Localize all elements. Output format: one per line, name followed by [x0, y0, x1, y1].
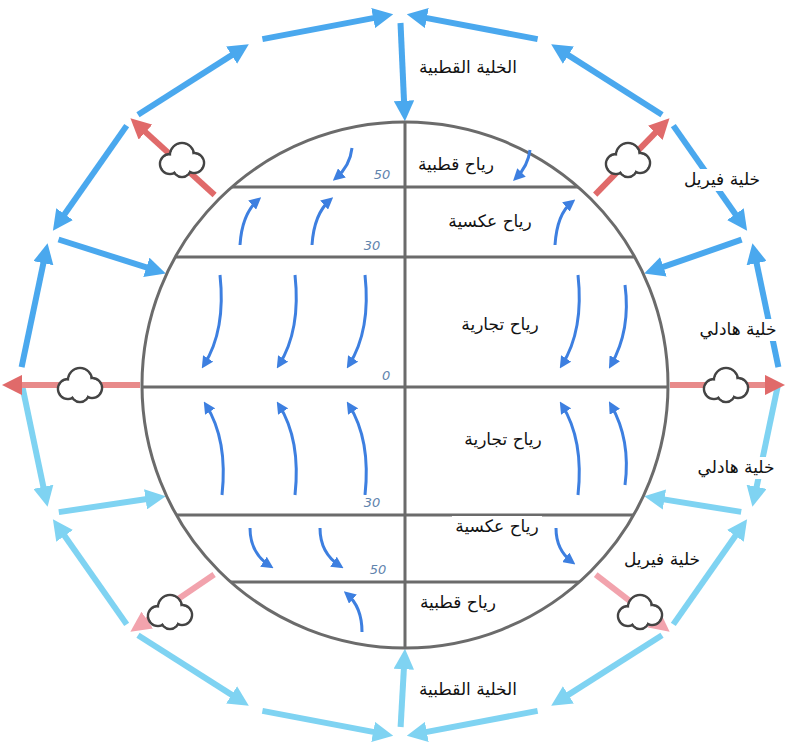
wind-arrow: [611, 285, 626, 365]
surface-wind-arrows: [204, 148, 626, 632]
ring-arrow: [557, 635, 662, 702]
cell-name: الخلية القطبية: [416, 57, 520, 78]
latitude-number: 30: [362, 495, 383, 511]
outer-circulation-ring: [22, 16, 779, 735]
cell-name: خلية هادلي: [695, 457, 778, 478]
ring-arrow: [754, 383, 779, 500]
wind-arrow: [279, 275, 296, 365]
cloud-symbol: [704, 368, 748, 402]
wind-arrow: [250, 528, 270, 566]
wind-arrow: [349, 405, 366, 495]
cloud-symbol: [58, 368, 102, 402]
latitude-number: 30: [362, 238, 383, 254]
wind-arrow: [204, 275, 221, 365]
cloud-symbol: [160, 143, 204, 177]
ring-arrow: [557, 48, 662, 115]
wind-arrow: [562, 405, 579, 495]
wind-name: رياح عكسية: [452, 516, 541, 537]
wind-arrow: [349, 275, 366, 365]
wind-arrow: [240, 200, 258, 245]
cell-name: خلية فيريل: [681, 169, 763, 190]
sinking-arrow: [59, 240, 160, 272]
equator-line: [142, 386, 668, 389]
clouds: [58, 143, 748, 629]
wind-arrow: [562, 275, 579, 365]
latitude-line: [232, 186, 578, 189]
ring-arrow: [673, 525, 743, 624]
ring-arrow: [414, 711, 538, 735]
rising-arrow: [136, 574, 214, 627]
ring-arrow: [57, 126, 127, 225]
rising-arrow: [596, 575, 664, 628]
globe: [142, 122, 668, 648]
sinking-arrow: [401, 23, 405, 114]
ring-arrow: [754, 250, 779, 367]
wind-arrow: [206, 405, 223, 495]
globe-outline: [142, 122, 668, 648]
wind-arrow: [516, 150, 530, 178]
ring-arrow: [414, 16, 538, 39]
latitude-line: [176, 514, 634, 517]
vertical-motion-arrows: [9, 23, 778, 727]
wind-name: رياح تجارية: [461, 429, 544, 450]
rising-arrow: [136, 123, 215, 195]
wind-name: رياح قطبية: [415, 154, 497, 175]
wind-arrow: [336, 148, 352, 178]
latitude-number: 50: [372, 167, 393, 183]
wind-arrow: [312, 200, 330, 245]
ring-arrow: [262, 16, 386, 39]
sinking-arrow: [651, 497, 741, 512]
cell-name: خلية فيريل: [621, 549, 703, 570]
wind-arrow: [556, 528, 572, 562]
cloud-symbol: [606, 143, 650, 177]
wind-name: رياح عكسية: [445, 211, 534, 232]
cloud-symbol: [618, 595, 662, 629]
latitude-number: 0: [380, 368, 392, 384]
latitude-line: [175, 256, 635, 259]
cell-name: الخلية القطبية: [416, 679, 520, 700]
rising-arrow: [595, 123, 664, 194]
wind-arrow: [555, 202, 572, 245]
wind-name: رياح قطبية: [417, 592, 499, 613]
wind-arrow: [320, 528, 340, 566]
ring-arrow: [22, 250, 46, 367]
sinking-arrow: [651, 240, 742, 272]
ring-arrow: [57, 525, 127, 624]
wind-name: رياح تجارية: [458, 314, 541, 335]
ring-arrow: [22, 383, 46, 500]
ring-arrow: [138, 48, 243, 115]
cloud-symbol: [148, 595, 192, 629]
sinking-arrow: [401, 656, 405, 727]
sinking-arrow: [59, 497, 159, 512]
wind-arrow: [611, 405, 626, 485]
latitude-number: 50: [368, 562, 389, 578]
ring-arrow: [262, 711, 386, 735]
cell-name: خلية هادلي: [697, 319, 780, 340]
wind-arrow: [347, 594, 362, 632]
meridian-line: [404, 122, 407, 648]
ring-arrow: [138, 635, 243, 702]
latitude-line: [231, 581, 579, 584]
wind-arrow: [279, 405, 296, 495]
